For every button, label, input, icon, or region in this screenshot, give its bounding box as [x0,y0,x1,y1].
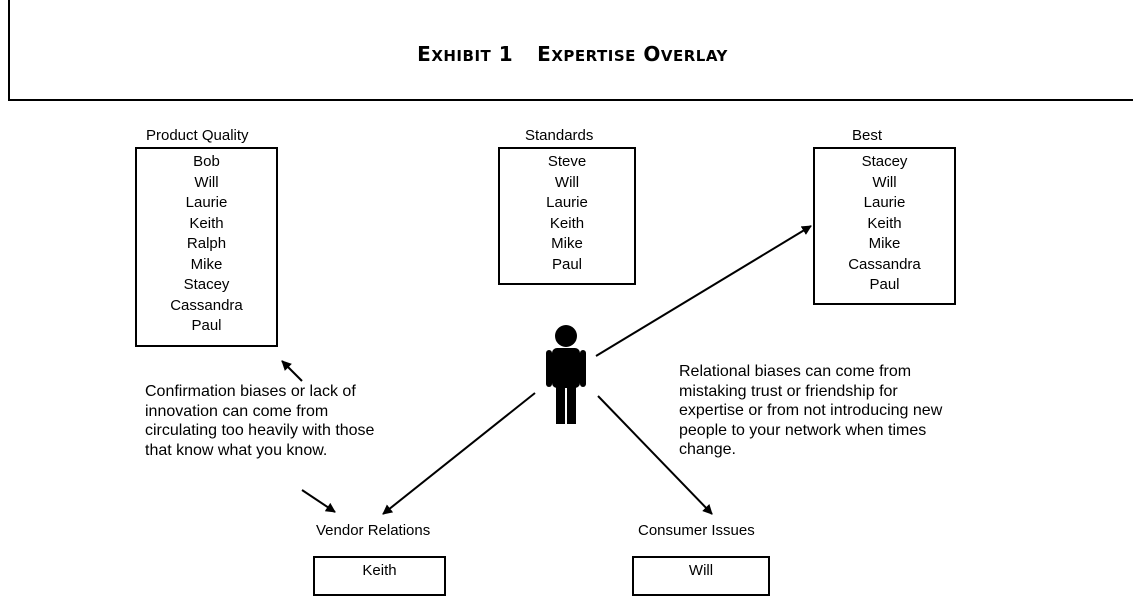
arrow-to-consumer-issues [597,395,713,515]
member-name: Will [554,173,580,191]
arrow-note-to-vendor [301,489,336,513]
member-name: Paul [551,255,583,273]
member-name: Stacey [861,153,908,170]
consumer-issues-title: Consumer Issues [638,522,755,539]
member-name: Laurie [546,194,588,211]
member-name: Laurie [185,194,228,211]
member-name: Bob [193,153,220,170]
standards-title: Standards [525,127,594,144]
member-name: Mike [551,235,583,252]
member-name: Will [194,173,219,191]
member-name: Cassandra [848,255,921,273]
member-name: Paul [191,317,222,334]
member-name: Paul [869,276,900,293]
member-name: Mike [190,255,223,273]
relational-bias-note: Relational biases can come from mistakin… [679,363,943,458]
member-name: Will [688,562,714,579]
member-name: Steve [547,153,587,170]
best-title: Best [852,127,883,144]
arrow-to-vendor-relations [382,392,536,515]
member-name: Cassandra [170,296,243,314]
person-icon [546,325,586,424]
product-quality-title: Product Quality [146,127,249,144]
member-name: Stacey [183,276,230,293]
member-name: Will [872,173,897,191]
confirmation-bias-note: Confirmation biases or lack of innovatio… [145,383,375,459]
member-name: Keith [549,214,585,232]
best-box: Stacey Will Laurie Keith Mike Cassandra … [813,147,956,305]
product-quality-box: Bob Will Laurie Keith Ralph Mike Stacey … [135,147,278,347]
member-name: Mike [868,235,901,252]
arrow-to-product-quality [281,360,303,382]
vendor-relations-title: Vendor Relations [316,522,431,539]
member-name: Keith [189,214,224,232]
standards-box: Steve Will Laurie Keith Mike Paul [498,147,636,285]
connector-layer [281,225,812,515]
arrow-to-best [595,225,812,357]
member-name: Keith [867,214,902,232]
member-name: Laurie [863,194,906,211]
member-name: Ralph [186,235,227,252]
member-name: Keith [362,562,397,579]
